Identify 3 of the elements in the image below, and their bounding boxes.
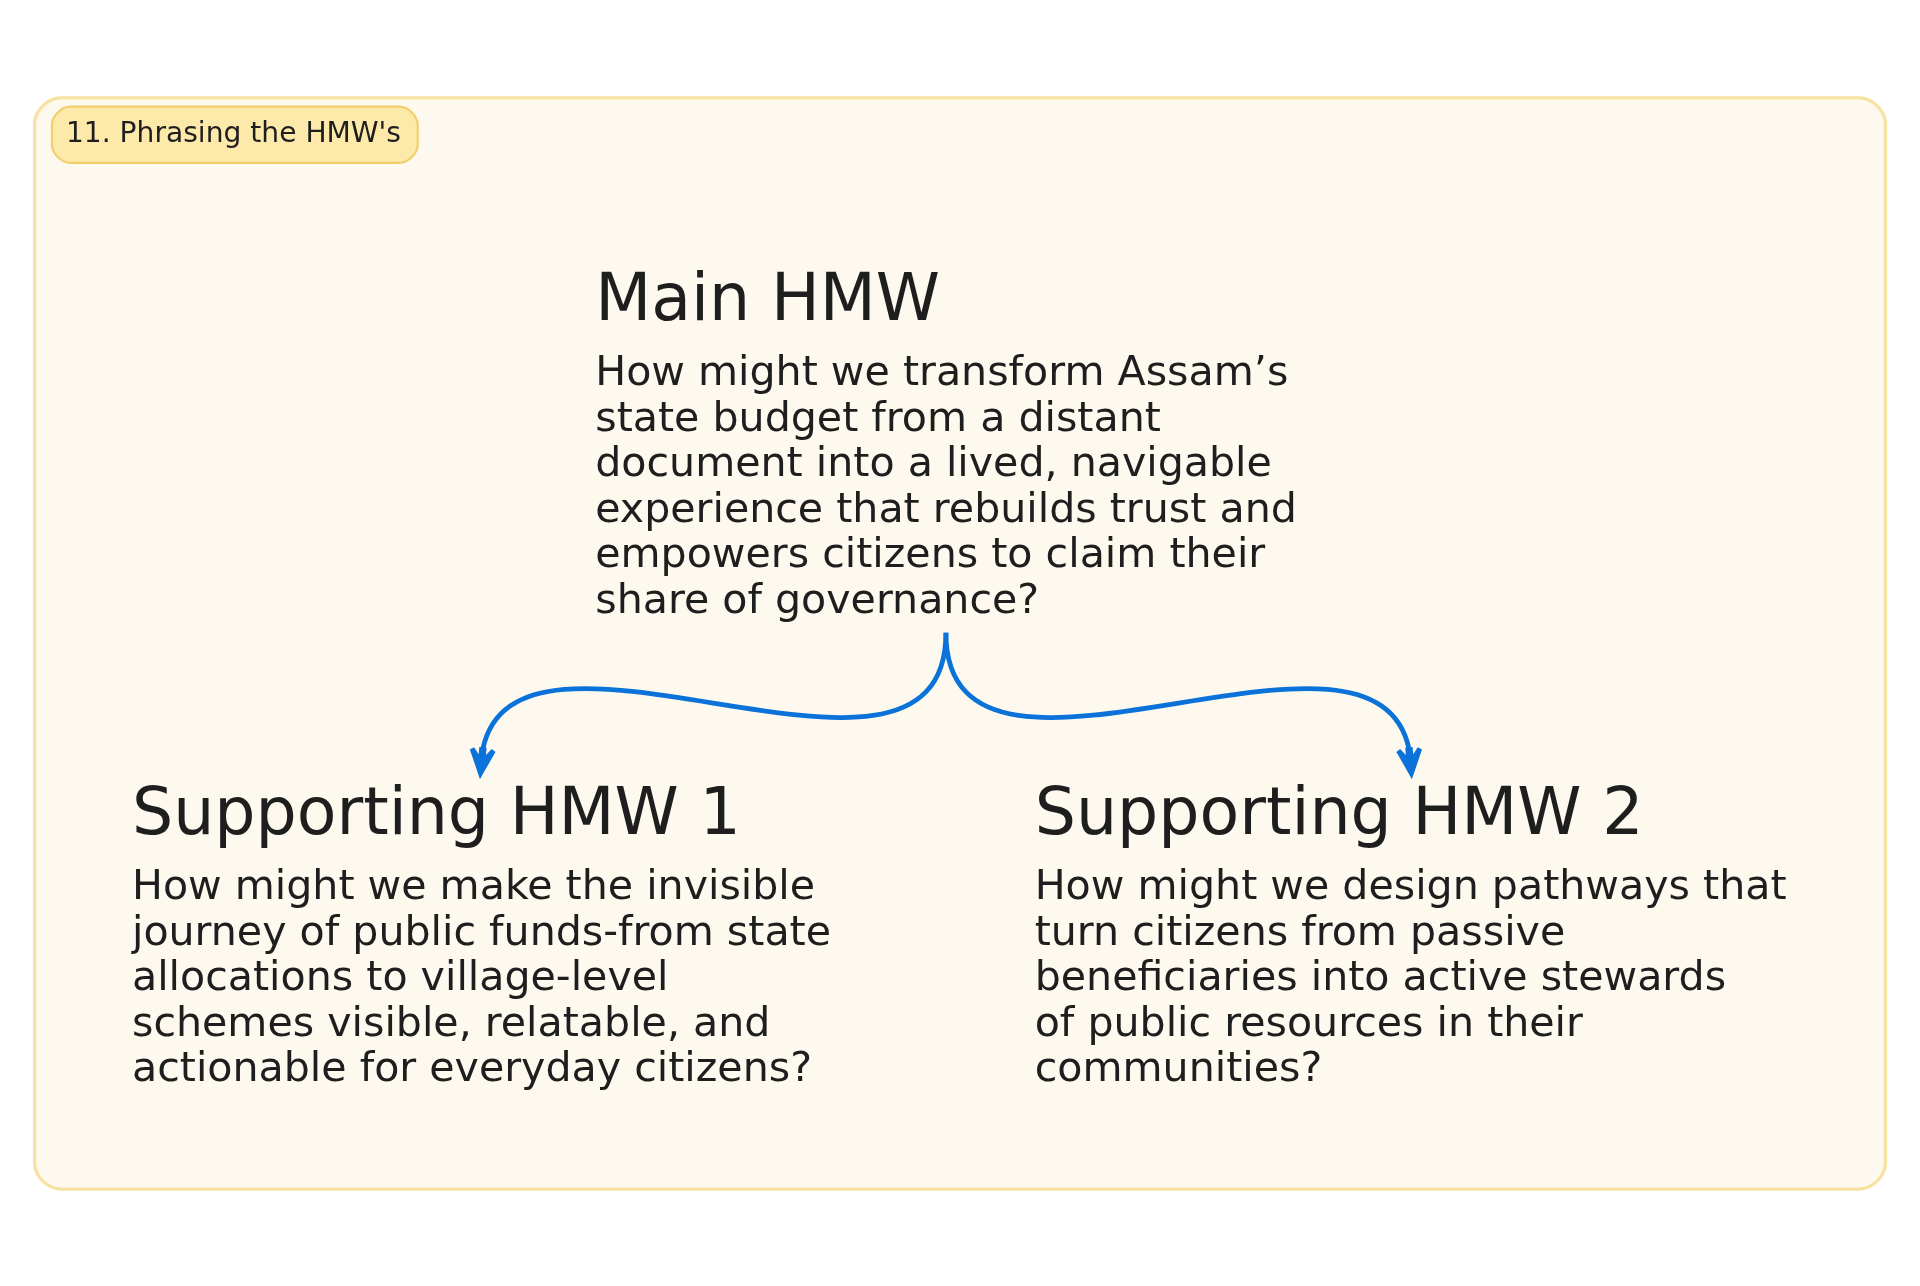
node-text: Supporting HMW 1 How might we make the invisible journey of public funds-from state allocations to village-level schemes visible, relatable, and actionable for everyday citizens? <box>131 773 832 1091</box>
node-text: Supporting HMW 2 How might we design pathways that turn citizens from passive beneficiaries into active stewards of public resources in their communities? <box>1034 773 1787 1091</box>
node-text: Main HMW How might we transform Assam’s state budget from a distant document into a lived, navigable experience that rebuilds trust and empowers citizens to claim their share of governance? <box>595 259 1297 623</box>
